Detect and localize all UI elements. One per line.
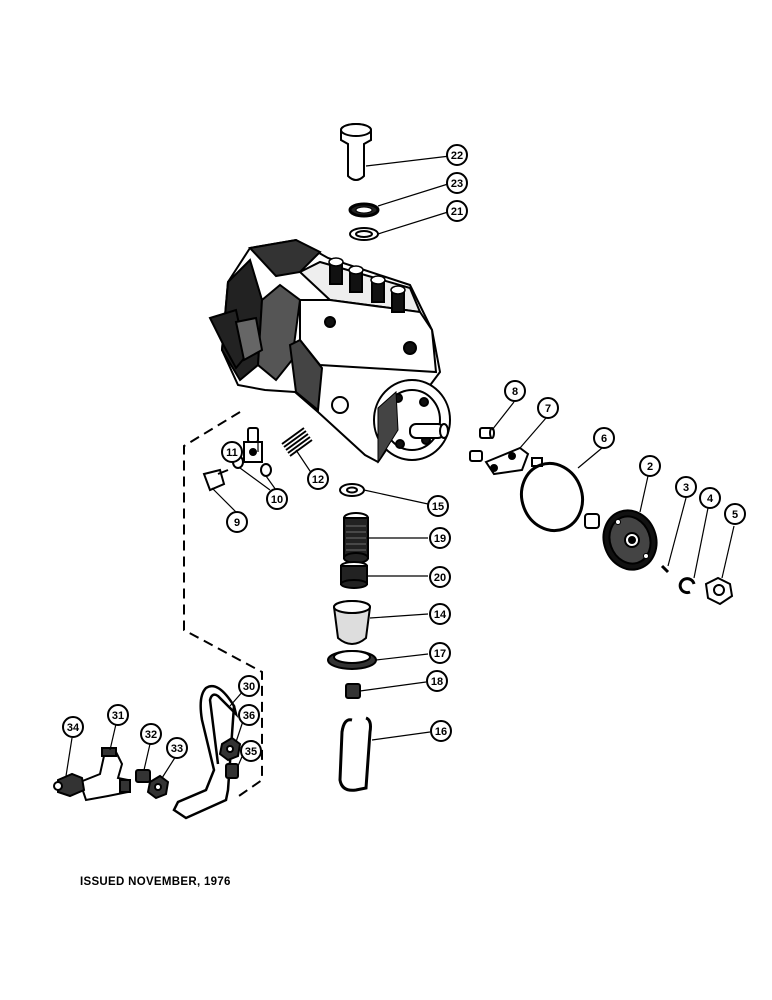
plate-part-7 <box>484 446 543 476</box>
nut-part-36 <box>218 736 242 762</box>
svg-text:5: 5 <box>732 509 738 521</box>
callout-8: 8 <box>504 380 526 402</box>
banjo-bolt-part-11 <box>243 427 263 463</box>
callout-35: 35 <box>240 740 262 762</box>
injection-pump-body <box>208 238 451 464</box>
nut-part-33 <box>146 774 170 800</box>
leader-lines <box>65 155 735 779</box>
callout-14: 14 <box>429 603 451 625</box>
callout-10: 10 <box>266 488 288 510</box>
svg-text:17: 17 <box>434 648 446 660</box>
svg-text:16: 16 <box>435 726 447 738</box>
callout-21: 21 <box>446 200 468 222</box>
svg-text:14: 14 <box>434 609 447 621</box>
seal-part-23 <box>348 202 380 218</box>
svg-text:34: 34 <box>67 722 80 734</box>
svg-text:11: 11 <box>226 447 238 459</box>
fuel-line-part-30 <box>172 684 239 820</box>
callout-31: 31 <box>107 704 129 726</box>
sleeve-part-32 <box>135 769 151 783</box>
svg-text:36: 36 <box>243 710 255 722</box>
callout-30: 30 <box>238 675 260 697</box>
washer-part-15 <box>339 483 365 497</box>
svg-text:32: 32 <box>145 729 157 741</box>
callout-9: 9 <box>226 511 248 533</box>
o-ring-part-6 <box>520 461 584 533</box>
svg-text:22: 22 <box>451 150 463 162</box>
callout-11: 11 <box>221 441 243 463</box>
svg-text:12: 12 <box>312 474 324 486</box>
svg-text:20: 20 <box>434 572 446 584</box>
callout-18: 18 <box>426 670 448 692</box>
svg-text:33: 33 <box>171 743 183 755</box>
svg-text:21: 21 <box>451 206 463 218</box>
svg-text:8: 8 <box>512 386 518 398</box>
svg-text:6: 6 <box>601 433 607 445</box>
bushing-part-8 <box>469 427 495 462</box>
callout-32: 32 <box>140 723 162 745</box>
spring-part-12 <box>281 427 313 457</box>
gasket-part-21 <box>349 227 379 241</box>
hub-part-2 <box>584 509 658 571</box>
callout-2: 2 <box>639 455 661 477</box>
filter-element-part-22 <box>340 123 372 181</box>
bowl-nut-part-17 <box>327 650 377 670</box>
elbow-fitting-part-31 <box>78 747 131 802</box>
fitting-part-18 <box>345 683 361 699</box>
callout-15: 15 <box>427 495 449 517</box>
svg-text:18: 18 <box>431 676 443 688</box>
issued-date-footer: ISSUED NOVEMBER, 1976 <box>80 876 231 888</box>
spring-part-20 <box>340 561 368 589</box>
svg-text:19: 19 <box>434 533 446 545</box>
sleeve-part-35 <box>225 763 239 779</box>
svg-text:35: 35 <box>245 746 257 758</box>
callout-23: 23 <box>446 172 468 194</box>
callout-7: 7 <box>537 397 559 419</box>
sediment-bowl-part-14 <box>333 600 371 645</box>
svg-text:7: 7 <box>545 403 551 415</box>
svg-text:9: 9 <box>234 517 240 529</box>
bail-part-16 <box>338 716 372 792</box>
lockwasher-part-4 <box>678 577 696 595</box>
svg-text:10: 10 <box>271 494 283 506</box>
callout-20: 20 <box>429 566 451 588</box>
callout-4: 4 <box>699 487 721 509</box>
svg-text:23: 23 <box>451 178 463 190</box>
callout-34: 34 <box>62 716 84 738</box>
key-part-3 <box>660 564 670 574</box>
callout-12: 12 <box>307 468 329 490</box>
connector-part-34 <box>53 772 86 798</box>
callout-22: 22 <box>446 144 468 166</box>
svg-text:30: 30 <box>243 681 255 693</box>
svg-text:15: 15 <box>432 501 444 513</box>
callout-33: 33 <box>166 737 188 759</box>
dashed-assembly-outline <box>183 411 263 799</box>
callout-6: 6 <box>593 427 615 449</box>
svg-text:31: 31 <box>112 710 124 722</box>
callout-16: 16 <box>430 720 452 742</box>
callout-3: 3 <box>675 476 697 498</box>
callout-19: 19 <box>429 527 451 549</box>
screen-filter-part-19 <box>343 512 369 564</box>
svg-text:3: 3 <box>683 482 689 494</box>
callout-17: 17 <box>429 642 451 664</box>
callout-36: 36 <box>238 704 260 726</box>
nut-part-5 <box>704 576 734 606</box>
svg-text:4: 4 <box>707 493 714 505</box>
bolt-part-9 <box>202 468 229 492</box>
callout-5: 5 <box>724 503 746 525</box>
svg-text:2: 2 <box>647 461 653 473</box>
